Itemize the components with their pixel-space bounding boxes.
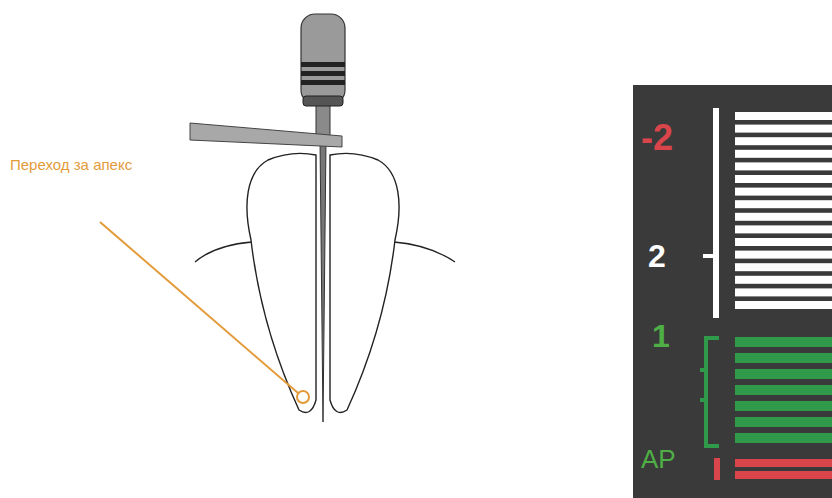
scale-bar <box>735 213 832 221</box>
gum-line <box>394 242 455 262</box>
handle-band <box>301 80 345 85</box>
handle-ring <box>303 96 343 106</box>
scale-bar <box>735 337 832 347</box>
scale-bar <box>735 150 832 158</box>
scale-bar <box>735 112 832 120</box>
green-bracket <box>700 338 719 446</box>
scale-bar <box>735 417 832 427</box>
position-line <box>713 108 719 318</box>
scale-bar <box>735 385 832 395</box>
position-tick <box>703 254 715 258</box>
tooth-half <box>330 153 399 412</box>
scale-bar <box>735 162 832 170</box>
handle-band <box>301 62 345 67</box>
handle-band <box>301 71 345 76</box>
scale-bar <box>735 137 832 145</box>
apex-line <box>714 458 720 480</box>
scale-bar <box>735 471 832 479</box>
scale-bar <box>735 433 832 443</box>
scale-bar <box>735 263 832 271</box>
apex-marker <box>297 391 309 403</box>
scale-bar <box>735 301 832 309</box>
scale-bar <box>735 353 832 363</box>
scale-bar <box>735 251 832 259</box>
file-handle <box>301 14 345 104</box>
scale-value: 1 <box>652 320 670 352</box>
scale-bar <box>735 225 832 233</box>
scale-bar <box>735 125 832 133</box>
scale-bar <box>735 288 832 296</box>
scale-bar <box>735 276 832 284</box>
apex-locator-panel <box>633 85 832 498</box>
leader-line <box>100 222 298 393</box>
scale-bar <box>735 200 832 208</box>
file-needle <box>320 140 326 422</box>
gum-line <box>195 242 252 262</box>
scale-bar <box>735 459 832 467</box>
scale-value: 2 <box>648 240 666 272</box>
scale-bar <box>735 175 832 183</box>
scale-bar <box>735 238 832 246</box>
callout-label: Переход за апекс <box>10 157 132 172</box>
scale-bar <box>735 188 832 196</box>
scale-bar <box>735 401 832 411</box>
tooth-half <box>247 153 316 412</box>
scale-value: -2 <box>641 120 673 156</box>
scale-bar <box>735 369 832 379</box>
scale-bars <box>735 112 832 479</box>
scale-value: AP <box>641 446 676 472</box>
file-clip <box>190 123 342 147</box>
